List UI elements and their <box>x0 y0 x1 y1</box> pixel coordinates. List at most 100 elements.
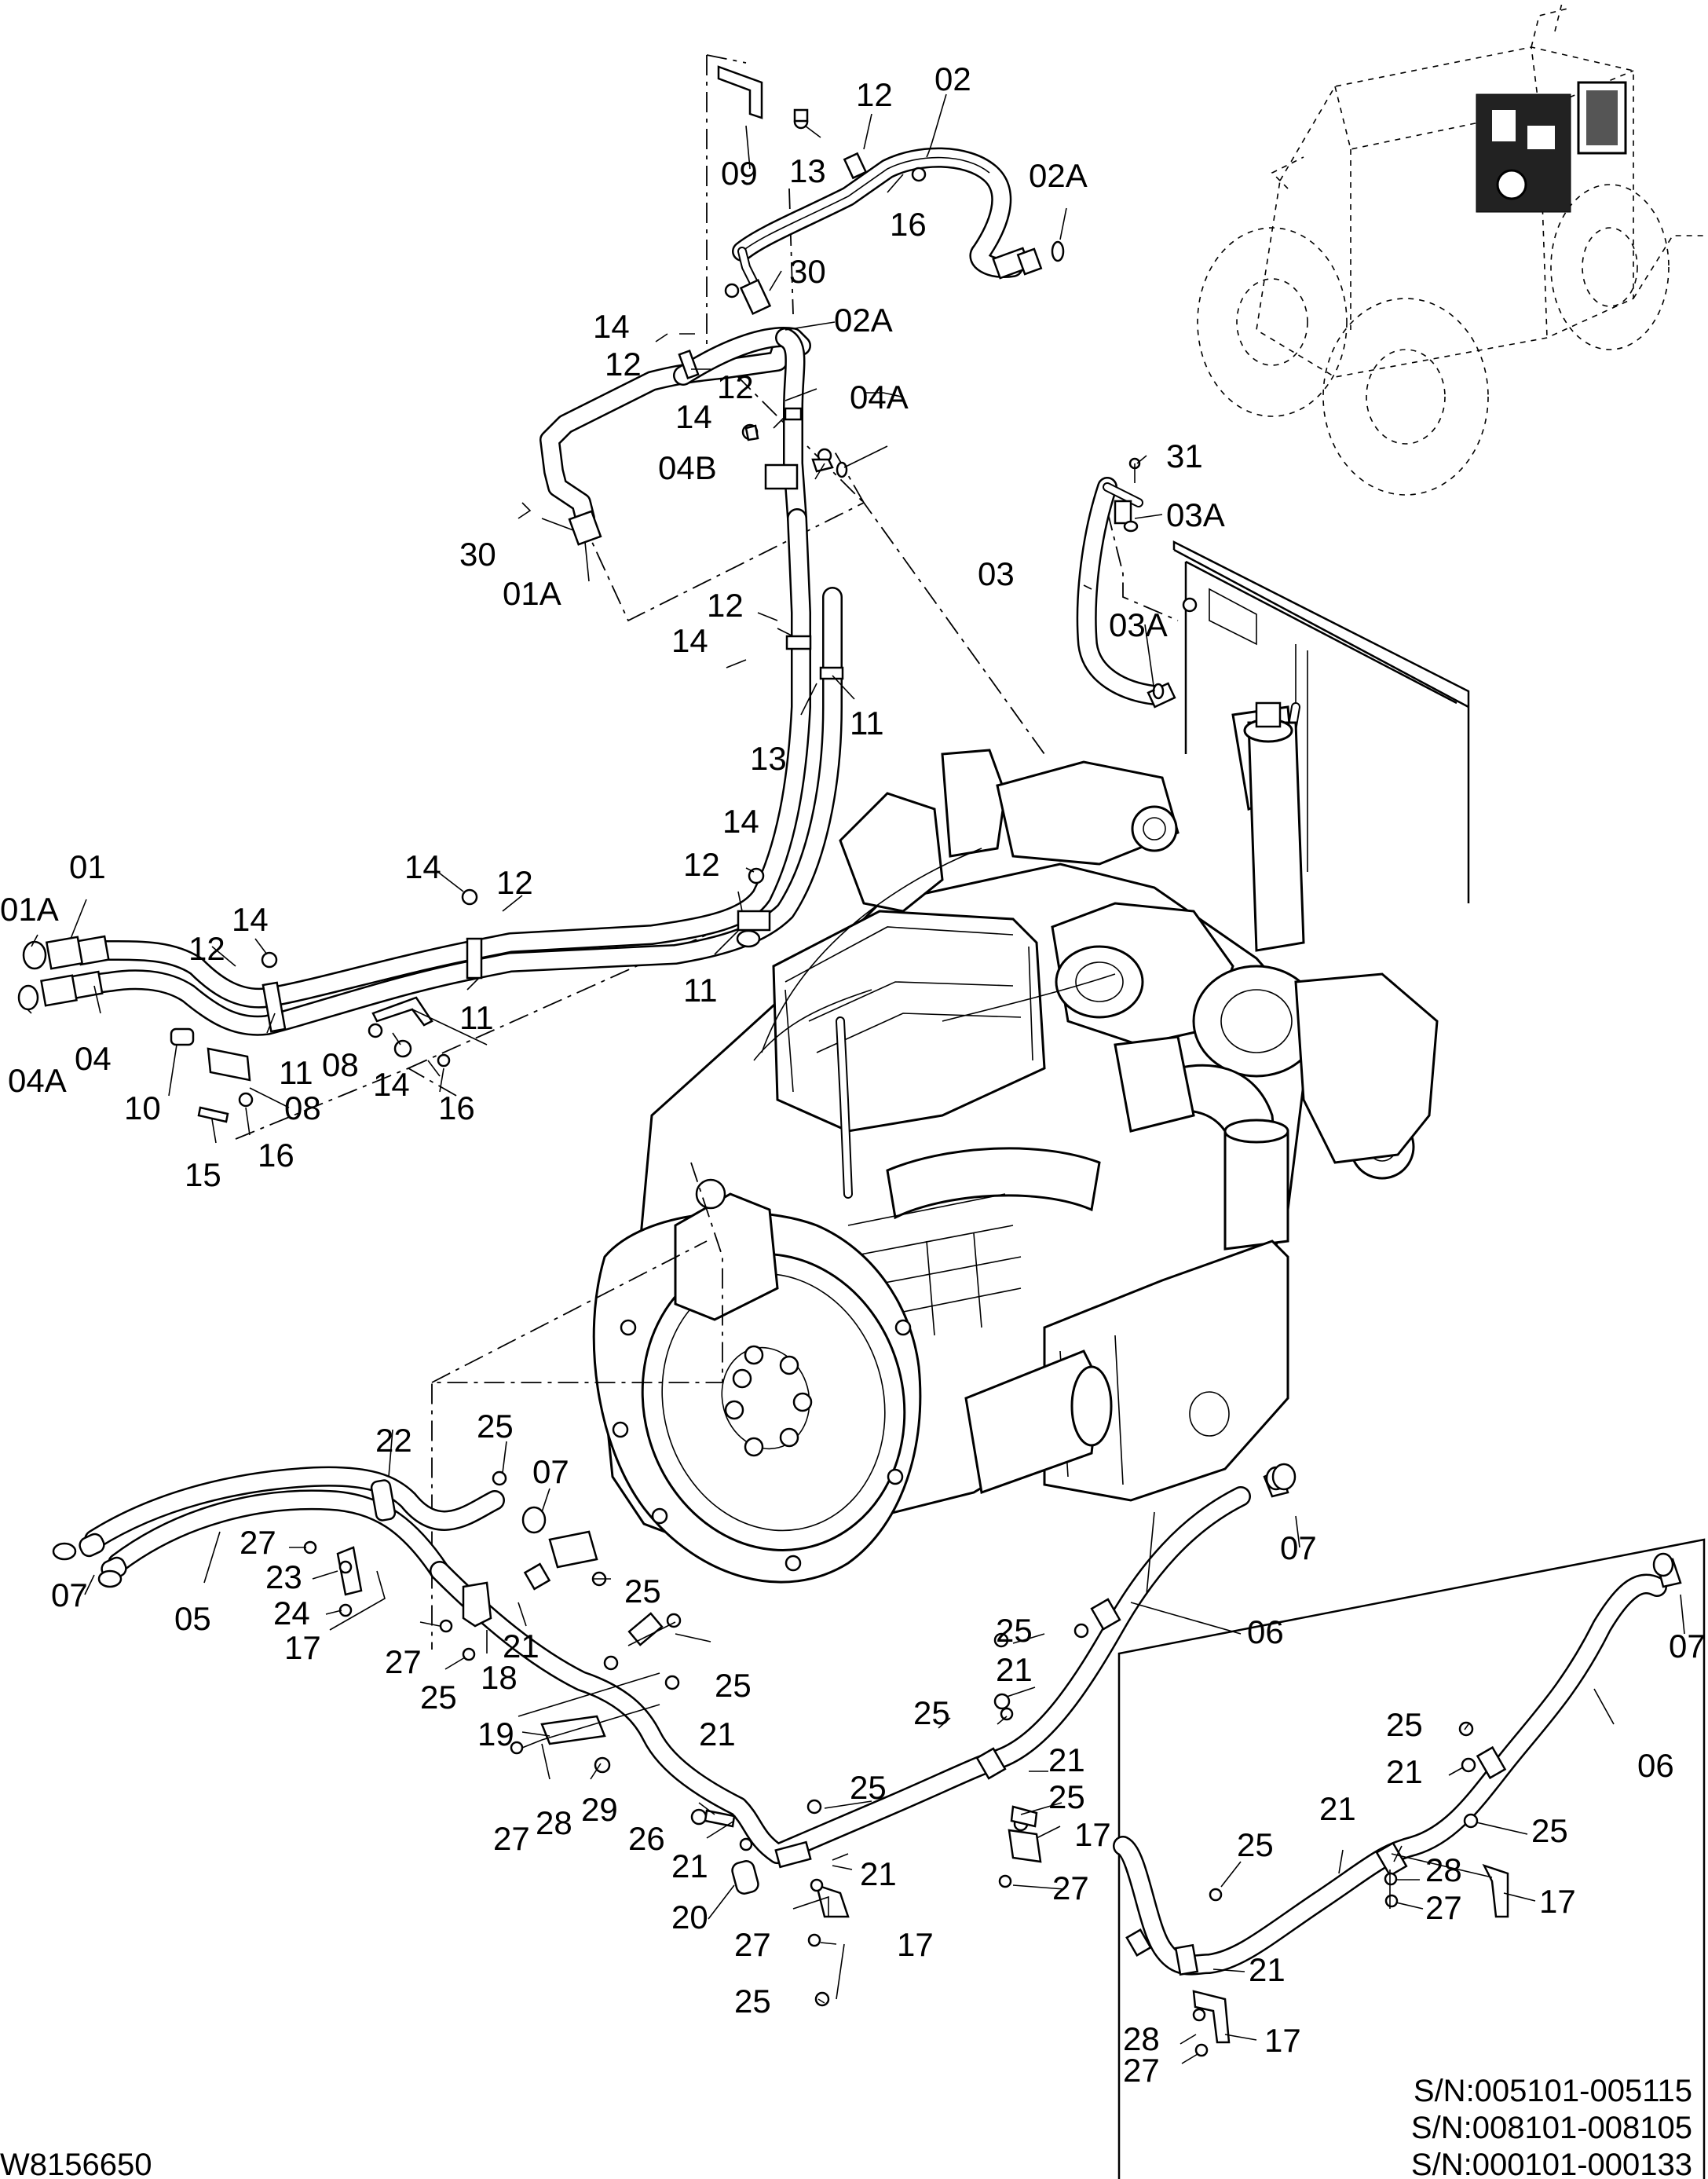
label-part-27: 27 <box>1425 1889 1462 1926</box>
label-part-25: 25 <box>996 1612 1033 1649</box>
label-part-13: 13 <box>789 152 826 189</box>
hose-03 <box>1076 457 1176 709</box>
label-part-25: 25 <box>913 1694 950 1731</box>
label-part-12: 12 <box>683 846 720 883</box>
label-part-25: 25 <box>715 1667 752 1704</box>
leader-lines <box>27 93 1685 2064</box>
label-part-10: 10 <box>124 1090 161 1126</box>
label-part-28: 28 <box>1425 1851 1462 1888</box>
hose-01a-upper <box>518 327 848 546</box>
label-part-12: 12 <box>856 76 893 113</box>
serial-range-1: S/N:005101-005115 <box>1414 2074 1692 2108</box>
label-part-21: 21 <box>1319 1790 1356 1827</box>
label-part-28: 28 <box>536 1804 572 1841</box>
label-part-08: 08 <box>284 1090 321 1126</box>
label-part-09: 09 <box>721 155 758 192</box>
label-part-25: 25 <box>420 1679 457 1716</box>
label-part-12: 12 <box>188 930 225 967</box>
label-part-21: 21 <box>671 1848 708 1884</box>
radiator-frame-panel <box>1172 540 1470 903</box>
label-part-27: 27 <box>1123 2052 1160 2089</box>
label-part-16: 16 <box>890 206 927 243</box>
label-part-18: 18 <box>481 1659 518 1696</box>
label-part-30: 30 <box>459 536 496 573</box>
label-part-17: 17 <box>284 1629 321 1666</box>
label-part-19: 19 <box>477 1716 514 1752</box>
label-part-12: 12 <box>707 587 744 624</box>
label-part-25: 25 <box>1237 1826 1274 1863</box>
label-part-17: 17 <box>897 1926 934 1963</box>
inset-variant-box <box>1113 1538 1706 2179</box>
label-part-31: 31 <box>1166 438 1203 474</box>
hose-02 <box>717 65 1065 316</box>
label-part-12: 12 <box>605 346 642 383</box>
label-part-14: 14 <box>722 803 759 840</box>
label-part-25: 25 <box>1386 1706 1423 1743</box>
label-part-02: 02 <box>934 60 971 97</box>
label-part-04a: 04A <box>8 1062 67 1099</box>
label-part-01: 01 <box>69 848 106 885</box>
label-part-21: 21 <box>699 1716 736 1752</box>
label-part-14: 14 <box>404 848 441 885</box>
label-part-27: 27 <box>493 1820 530 1857</box>
label-part-25: 25 <box>734 1983 771 2020</box>
label-part-25: 25 <box>1531 1812 1568 1849</box>
engine-assembly <box>592 701 1439 1584</box>
label-part-11: 11 <box>279 1054 313 1091</box>
label-part-17: 17 <box>1074 1816 1111 1853</box>
label-part-27: 27 <box>385 1643 422 1680</box>
hose-06 <box>303 1463 1297 2007</box>
label-part-25: 25 <box>1048 1778 1085 1815</box>
drawing-code: W8156650 <box>0 2148 152 2179</box>
label-part-14: 14 <box>593 308 630 345</box>
hose-05 <box>52 1466 505 1588</box>
label-part-15: 15 <box>185 1156 221 1193</box>
label-part-06: 06 <box>1247 1613 1284 1650</box>
label-part-26: 26 <box>628 1820 665 1857</box>
label-part-21: 21 <box>1386 1753 1423 1790</box>
label-part-25: 25 <box>477 1408 514 1445</box>
hose-01-04 <box>17 508 844 1123</box>
label-part-07: 07 <box>532 1453 569 1490</box>
label-part-25: 25 <box>850 1769 887 1806</box>
label-part-05: 05 <box>174 1600 211 1637</box>
label-part-21: 21 <box>996 1651 1033 1688</box>
label-part-03a: 03A <box>1109 606 1168 643</box>
label-part-27: 27 <box>240 1524 276 1561</box>
label-part-13: 13 <box>750 740 787 777</box>
label-part-27: 27 <box>734 1926 771 1963</box>
label-part-16: 16 <box>258 1137 294 1174</box>
label-part-28: 28 <box>1123 2020 1160 2057</box>
label-part-04a: 04A <box>850 379 909 416</box>
label-part-17: 17 <box>1264 2022 1301 2059</box>
label-part-29: 29 <box>581 1791 618 1828</box>
serial-range-2: S/N:008101-008105 <box>1411 2111 1692 2145</box>
label-part-24: 24 <box>273 1595 310 1632</box>
label-part-20: 20 <box>671 1899 708 1935</box>
serial-number-block: S/N:005101-005115 S/N:008101-008105 S/N:… <box>1411 2074 1692 2179</box>
label-part-16: 16 <box>438 1090 475 1126</box>
label-part-21: 21 <box>860 1855 897 1892</box>
label-part-21: 21 <box>1249 1951 1286 1988</box>
label-part-14: 14 <box>675 398 712 435</box>
label-part-30: 30 <box>789 253 826 290</box>
label-part-12: 12 <box>496 864 533 901</box>
label-part-07: 07 <box>1280 1529 1317 1566</box>
label-part-04b: 04B <box>658 449 717 486</box>
label-part-07: 07 <box>1669 1628 1706 1664</box>
label-part-11: 11 <box>850 705 884 742</box>
label-part-17: 17 <box>1539 1883 1576 1920</box>
label-part-14: 14 <box>232 901 269 938</box>
label-part-06: 06 <box>1637 1747 1674 1784</box>
label-part-01a: 01A <box>0 891 59 928</box>
label-part-08: 08 <box>322 1046 359 1083</box>
part-labels: 02 12 09 13 16 02A 30 02A 14 12 12 14 04… <box>0 60 1706 2089</box>
label-part-14: 14 <box>671 622 708 659</box>
label-part-03: 03 <box>978 555 1015 592</box>
serial-range-3: S/N:000101-000133 <box>1411 2148 1692 2179</box>
label-part-25: 25 <box>624 1573 661 1610</box>
label-part-21: 21 <box>1048 1741 1085 1778</box>
label-part-02a: 02A <box>834 302 893 339</box>
label-part-23: 23 <box>265 1558 302 1595</box>
